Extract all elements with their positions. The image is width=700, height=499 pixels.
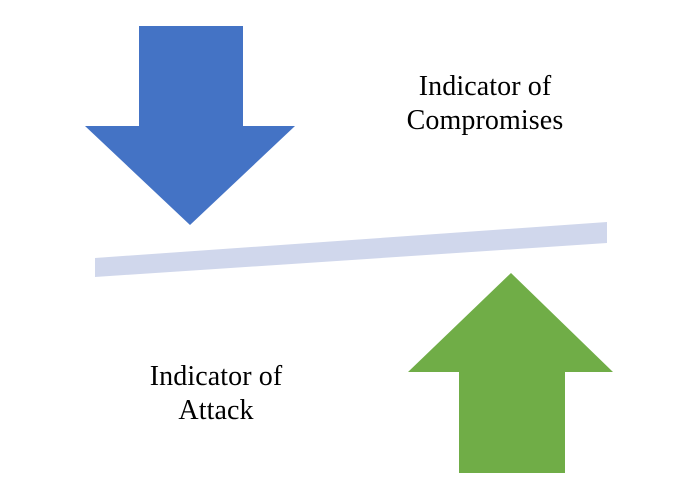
label-indicator-of-attack: Indicator of Attack bbox=[149, 361, 283, 426]
down-arrow-icon bbox=[85, 26, 295, 225]
label-indicator-of-compromises: Indicator of Compromises bbox=[406, 71, 564, 136]
up-arrow-icon bbox=[408, 273, 613, 473]
balance-beam bbox=[95, 222, 607, 277]
